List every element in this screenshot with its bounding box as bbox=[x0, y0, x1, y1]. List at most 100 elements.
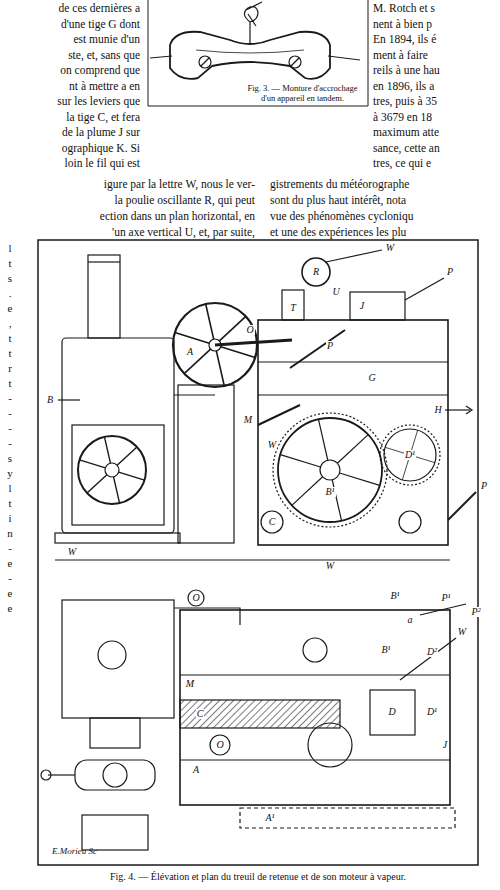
text-line: tres, puis à 35 bbox=[373, 95, 437, 108]
engraver-signature: E.Morieu Sc bbox=[52, 846, 97, 856]
elevation bbox=[55, 250, 476, 560]
part-letter: O bbox=[215, 740, 224, 750]
text-line: on comprend que bbox=[60, 64, 140, 77]
margin-fragment: - bbox=[8, 422, 12, 435]
margin-fragment: - bbox=[8, 572, 12, 585]
text-line: d'une tige G dont bbox=[61, 18, 140, 31]
margin-fragment: e bbox=[8, 587, 13, 600]
text-line: de la plume J sur bbox=[62, 126, 140, 139]
part-letter: P bbox=[446, 267, 454, 277]
text-line: sance, cette an bbox=[373, 142, 440, 155]
part-letter: D bbox=[387, 707, 396, 717]
spoke bbox=[216, 351, 224, 386]
margin-fragment: t bbox=[8, 332, 11, 345]
part-letter: J bbox=[442, 740, 448, 750]
margin-fragment: - bbox=[8, 542, 12, 555]
text-line: reils à une hau bbox=[373, 64, 440, 77]
text-line: ection dans un plan horizontal, en bbox=[100, 210, 255, 223]
text-line: à 3679 en 18 bbox=[373, 111, 432, 124]
part-letter: W bbox=[325, 561, 335, 571]
text-line: de ces dernières a bbox=[59, 2, 140, 15]
margin-fragment: e bbox=[8, 602, 13, 615]
part-letter: O bbox=[191, 593, 200, 603]
margin-fragment: r bbox=[8, 362, 12, 375]
part-letter: M bbox=[185, 679, 195, 689]
part-letter: B bbox=[46, 395, 54, 405]
figure-caption: Fig. 4. — Élévation et plan du treuil de… bbox=[110, 871, 406, 883]
figure-caption: Fig. 3. — Monture d'accrochage d'un appa… bbox=[240, 84, 365, 104]
margin-fragment: e bbox=[8, 557, 13, 570]
spoke bbox=[280, 455, 320, 467]
part-letter: A¹ bbox=[264, 813, 275, 823]
part-letter: R bbox=[312, 267, 320, 277]
spoke bbox=[87, 475, 107, 493]
part-letter: M bbox=[243, 415, 253, 425]
margin-fragment: t bbox=[8, 377, 11, 390]
part-letter: a bbox=[407, 615, 414, 625]
text-line: ment à faire bbox=[373, 49, 428, 62]
spoke bbox=[219, 316, 245, 340]
spoke bbox=[114, 477, 120, 503]
margin-fragment: e bbox=[8, 302, 13, 315]
spoke bbox=[340, 473, 380, 485]
text-line: sont du plus haut intérêt, nota bbox=[270, 194, 406, 207]
text-line: 'un axe vertical U, et, par suite, bbox=[112, 226, 255, 239]
part-letter: T bbox=[289, 303, 297, 313]
part-letter: A bbox=[186, 347, 194, 357]
text-line: igure par la lettre W, nous le ver- bbox=[104, 178, 255, 191]
margin-fragment: n bbox=[7, 527, 13, 540]
part-letter: P bbox=[480, 481, 488, 491]
margin-fragment: , bbox=[9, 317, 12, 330]
margin-fragment: t bbox=[8, 347, 11, 360]
part-letter: B¹ bbox=[380, 645, 391, 655]
margin-fragment: t bbox=[8, 257, 11, 270]
spoke bbox=[332, 480, 341, 521]
text-line: est munie d'un bbox=[73, 33, 140, 46]
text-line: et une des expériences les plu bbox=[270, 226, 406, 239]
spoke bbox=[104, 437, 110, 463]
text-line: M. Rotch et s bbox=[373, 2, 435, 15]
part-letter: P² bbox=[470, 607, 481, 617]
spoke bbox=[337, 435, 368, 464]
margin-fragment: - bbox=[8, 392, 12, 405]
text-line: ographique K. Si bbox=[62, 142, 140, 155]
margin-fragment: i bbox=[8, 512, 11, 525]
part-letter: O bbox=[245, 325, 254, 335]
part-letter: P bbox=[326, 341, 334, 351]
part-letter: C bbox=[196, 709, 205, 719]
part-letter: U bbox=[331, 287, 340, 297]
part-letter: G bbox=[367, 373, 376, 383]
margin-fragment: s bbox=[8, 452, 12, 465]
part-letter: D¹ bbox=[404, 450, 416, 460]
margin-fragment: l bbox=[8, 242, 11, 255]
margin-fragment: l bbox=[8, 482, 11, 495]
part-letter: W bbox=[457, 627, 467, 637]
text-line: gistrements du météorographe bbox=[270, 178, 409, 191]
fig3-mount bbox=[148, 0, 368, 106]
spoke bbox=[292, 477, 323, 506]
figure-frame bbox=[38, 240, 478, 865]
margin-fragment: . bbox=[9, 287, 12, 300]
text-line: loin le fil qui est bbox=[65, 157, 140, 170]
part-letter: W bbox=[267, 440, 277, 450]
text-line: nent à bien p bbox=[373, 18, 432, 31]
margin-fragment: - bbox=[8, 437, 12, 450]
margin-fragment: t bbox=[8, 497, 11, 510]
spoke bbox=[318, 419, 327, 460]
spoke bbox=[117, 447, 137, 465]
part-letter: D² bbox=[426, 647, 438, 657]
part-letter: P¹ bbox=[440, 593, 451, 603]
text-line: sur les leviers que bbox=[57, 95, 140, 108]
spoke bbox=[221, 347, 255, 358]
plan bbox=[41, 590, 466, 850]
margin-fragment: y bbox=[7, 467, 13, 480]
part-letter: W bbox=[385, 243, 395, 253]
part-letter: J bbox=[359, 301, 365, 311]
spoke bbox=[119, 472, 145, 480]
text-line: En 1894, ils é bbox=[373, 33, 436, 46]
part-letter: B¹ bbox=[389, 591, 400, 601]
part-letter: D¹ bbox=[426, 707, 438, 717]
part-letter: W bbox=[67, 547, 77, 557]
text-line: tres, ce qui e bbox=[373, 157, 431, 170]
